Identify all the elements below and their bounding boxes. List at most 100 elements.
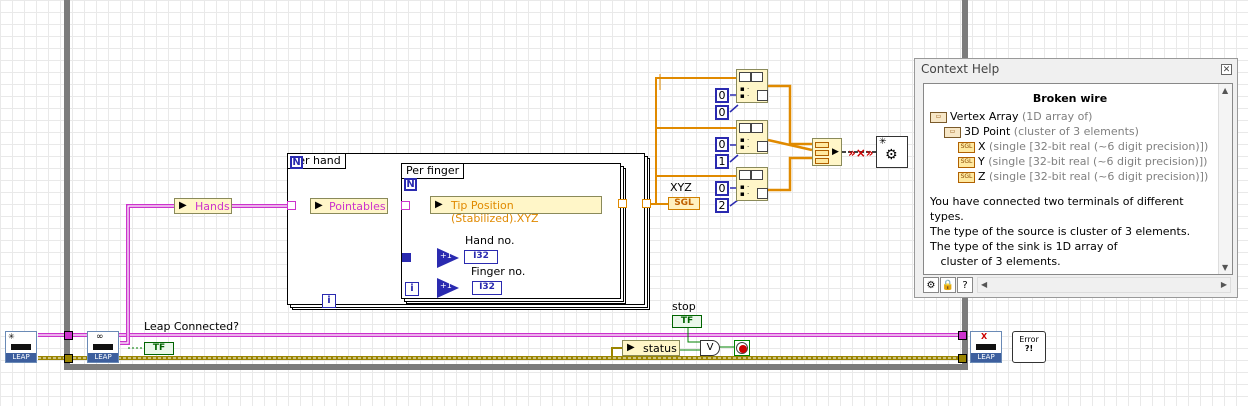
hand-no-label: Hand no. [465,234,515,247]
constant-2[interactable]: 2 [715,198,729,213]
arrow-right-icon: ▶ [435,199,443,210]
unbundle-tip-position-node[interactable]: ▶ Tip Position (Stabilized).XYZ [430,196,602,225]
stop-sign-icon [736,342,748,354]
spark-icon: ✳ [879,137,887,147]
spark-icon: ✳ [8,332,15,341]
per-finger-count-terminal[interactable]: N [404,178,417,191]
help-icon: ? [962,280,968,291]
constant-1[interactable]: 1 [715,154,729,169]
leap-frame-vi[interactable]: ∞ LEAP [87,331,119,363]
index-dots-icon: ▪ ·▪ · [740,183,750,198]
simple-error-handler-vi[interactable]: Error?! [1012,331,1046,363]
lock-button[interactable]: 🔒 [940,277,956,293]
unbundle-pointables-node[interactable]: ▶ Pointables [310,198,388,214]
cluster-element-icon [815,142,829,148]
tree-row-vertex-array: ▭Vertex Array (1D array of) [930,110,1092,123]
description-line-3: The type of the source is cluster of 3 e… [930,225,1191,238]
description-line-5: cluster of 3 elements. [930,255,1061,268]
constant-0b[interactable]: 0 [715,105,729,120]
index-dots-icon: ▪ ·▪ · [740,85,750,100]
array-icon [739,170,751,180]
array-icon [757,141,768,152]
plus-one-label: +1 [440,281,452,290]
stop-control[interactable]: TF [672,315,702,328]
index-array-3[interactable]: ▪ ·▪ · [736,167,768,201]
constant-0a[interactable]: 0 [715,88,729,103]
per-hand-input-tunnel[interactable] [287,201,296,210]
leap-connected-indicator[interactable]: TF [144,342,174,355]
constant-value: 1 [718,155,726,168]
array-icon [757,90,768,101]
array-icon [739,123,751,133]
index-array-1[interactable]: ▪ ·▪ · [736,69,768,103]
broken-wire[interactable]: »×» [842,146,876,160]
bundle-node[interactable]: ▶ [812,138,842,166]
tf-label: TF [680,316,694,326]
while-loop-left-wall[interactable] [64,0,70,370]
scroll-down-icon[interactable]: ▼ [1222,263,1229,272]
leap-device-icon [93,344,113,350]
cluster-icon: ▭ [930,111,947,123]
tip-position-wire[interactable] [602,74,813,205]
per-finger-title: Per finger [401,163,465,179]
unbundle-hands-node[interactable]: ▶ Hands [174,198,232,214]
per-finger-iteration-terminal[interactable]: i [405,282,419,296]
unbundle-status-node[interactable]: ▶ status [622,340,680,356]
scroll-up-icon[interactable]: ▲ [1222,86,1229,95]
detailed-help-button[interactable]: ? [957,277,973,293]
help-heading: Broken wire [1032,92,1108,105]
constant-value: 2 [718,199,726,212]
per-finger-output-tunnel[interactable] [618,199,627,208]
vertical-scrollbar[interactable]: ▲ ▼ [1218,84,1232,274]
while-loop-bottom-wall[interactable] [64,364,968,370]
or-function[interactable]: V [700,340,720,356]
context-help-toolbar: ⚙ 🔒 ? ◀ ▶ [923,277,1233,294]
constant-0c[interactable]: 0 [715,137,729,152]
tree-detail: (single [32-bit real (~6 digit precision… [989,170,1209,183]
shift-register-left-error[interactable] [64,354,73,363]
leap-close-vi[interactable]: X LEAP [970,331,1002,363]
graph-3d-icon: ⚙ [885,147,898,163]
per-hand-output-tunnel[interactable] [642,199,651,208]
scroll-right-icon[interactable]: ▶ [1220,280,1227,289]
per-hand-iteration-terminal[interactable]: i [322,294,336,308]
sgl-label: SGL [674,198,694,208]
per-finger-input-tunnel[interactable] [401,201,410,210]
3d-graph-vi[interactable]: ✳ ⚙ [876,136,908,168]
terminals-icon: ⚙ [926,280,936,291]
per-finger-for-loop[interactable]: Per finger [401,163,621,299]
scroll-left-icon[interactable]: ◀ [981,280,988,289]
shift-register-right-leap[interactable] [958,331,967,340]
index-dots-icon: ▪ ·▪ · [740,136,750,151]
leap-open-vi[interactable]: ✳ LEAP [5,331,37,363]
svg-text:»×»: »×» [848,146,874,160]
increment-triangle-icon [437,248,459,268]
close-button[interactable]: ✕ [1221,64,1232,75]
hand-no-indicator[interactable]: I32 [464,250,498,264]
finger-no-indicator[interactable]: I32 [472,281,502,295]
show-optional-terminals-button[interactable]: ⚙ [923,277,939,293]
error-question-icon: ?! [1024,344,1034,353]
per-finger-index-tunnel[interactable] [402,253,411,262]
context-help-window[interactable]: Context Help ✕ Broken wire ▭Vertex Array… [914,58,1238,298]
array-icon [751,72,763,82]
context-help-titlebar[interactable]: Context Help [915,59,1237,79]
hands-label: Hands [195,200,230,213]
increment-triangle-icon [437,278,459,298]
tree-name: Y [978,155,985,168]
tree-name: Vertex Array [950,110,1019,123]
loop-condition-terminal[interactable] [734,340,750,356]
constant-0d[interactable]: 0 [715,181,729,196]
xyz-indicator[interactable]: SGL [668,197,700,210]
shift-register-left-leap[interactable] [64,331,73,340]
context-help-title: Context Help [921,62,1000,76]
shift-register-right-error[interactable] [958,354,967,363]
array-icon [739,72,751,82]
per-hand-count-terminal[interactable]: N [290,156,303,169]
horizontal-scrollbar[interactable]: ◀ ▶ [977,277,1231,293]
index-array-2[interactable]: ▪ ·▪ · [736,120,768,154]
finger-no-label: Finger no. [471,265,526,278]
constant-value: 0 [718,182,726,195]
leap-label: LEAP [971,353,1001,362]
